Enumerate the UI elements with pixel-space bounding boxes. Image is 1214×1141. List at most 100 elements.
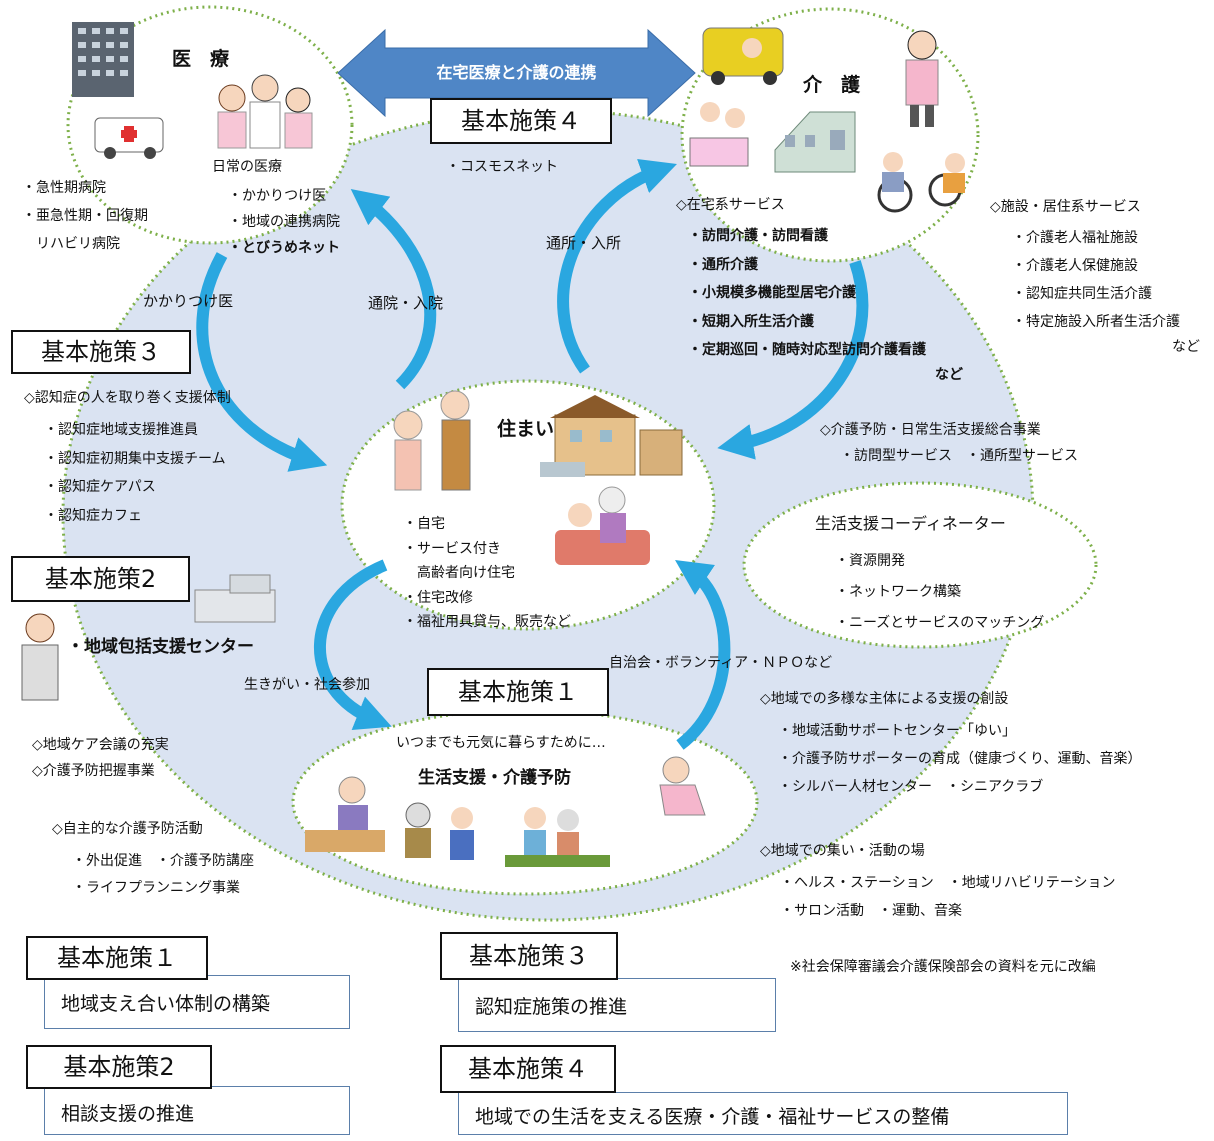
policy2-box: 基本施策2 (11, 556, 190, 602)
care-facility-icon (774, 111, 856, 173)
legend-label-2: 基本施策2 (26, 1045, 212, 1089)
hospital-item: ・亜急性期・回復期 (22, 208, 148, 224)
community-meeting-list: ◇地域ケア会議の充実 ◇介護予防把握事業 (32, 732, 169, 784)
voluntary-item: ・外出促進 ・介護予防講座 (72, 853, 254, 869)
coordinator-title: 生活支援コーディネーター (815, 514, 1006, 533)
hospital-list: ・急性期病院 ・亜急性期・回復期 リハビリ病院 (22, 174, 148, 258)
hospital-building-icon (72, 22, 134, 97)
coordinator-item: ・資源開発 (835, 553, 905, 569)
medical-item: ・とびうめネット (228, 240, 340, 256)
arrow-care-to-home (717, 260, 869, 460)
legend-label-1: 基本施策１ (26, 936, 208, 980)
meeting-item: ◇介護予防把握事業 (32, 763, 155, 779)
meeting-item: ◇地域ケア会議の充実 (32, 737, 169, 753)
collaboration-banner-label: 在宅医療と介護の連携 (436, 63, 597, 82)
legend-label-4: 基本施策４ (440, 1045, 616, 1093)
care-title: 介 護 (803, 74, 861, 96)
gathering-item: ・サロン活動 ・運動、音楽 (780, 903, 962, 919)
house-icon (540, 395, 683, 477)
arrow-label-tsuin: 通院・入院 (368, 294, 444, 312)
home-service-etc: など (935, 367, 963, 383)
home-service-list: ・訪問介護・訪問看護 ・通所介護 ・小規模多機能型居宅介護 ・短期入所生活介護 … (688, 222, 926, 365)
collaboration-arrow (337, 28, 696, 118)
home-item: ・福祉用具貸与、販売など (403, 614, 571, 630)
medical-circle (66, 5, 354, 245)
home-title: 住まい (497, 418, 555, 440)
home-item: ・サービス付き (403, 540, 501, 557)
diverse-item: ・シルバー人材センター ・シニアクラブ (778, 779, 1044, 795)
legend-desc-1: 地域支え合い体制の構築 (44, 975, 350, 1029)
care-van-icon (702, 27, 784, 85)
facility-item: ・介護老人福祉施設 (1012, 230, 1138, 246)
facility-item: ・特定施設入所者生活介護 (1012, 314, 1180, 330)
medical-title: 医 療 (172, 48, 230, 70)
home-service-item: ・通所介護 (688, 256, 758, 273)
arrow-life-to-home (675, 559, 731, 750)
gathering-item: ・ヘルス・ステーション ・地域リハビリテーション (780, 875, 1116, 891)
facility-item: ・認知症共同生活介護 (1012, 286, 1152, 302)
dementia-item: ・認知症地域支援推進員 (44, 422, 198, 438)
arrow-home-to-life (313, 559, 392, 731)
arrow-label-ikigai: 生きがい・社会参加 (244, 677, 370, 693)
arrow-home-to-medical (350, 189, 437, 390)
arrow-medical-to-home (196, 252, 328, 472)
prevention-general-header: ◇介護予防・日常生活支援総合事業 (820, 422, 1041, 438)
policy4-top-box: 基本施策４ (430, 98, 612, 144)
gathering-header: ◇地域での集い・活動の場 (760, 843, 925, 859)
bath-care-icon (689, 102, 749, 167)
walking-group-icon (505, 807, 610, 867)
medical-item: ・かかりつけ医 (228, 188, 327, 204)
medical-item: ・地域の連携病院 (228, 214, 340, 230)
life-support-title: 生活支援・介護予防 (418, 768, 571, 788)
ambulance-icon (94, 117, 164, 159)
dementia-list: ・認知症地域支援推進員 ・認知症初期集中支援チーム ・認知症ケアパス ・認知症カ… (44, 416, 226, 530)
gathering-list: ・ヘルス・ステーション ・地域リハビリテーション ・サロン活動 ・運動、音楽 (780, 869, 1115, 925)
daily-care-label: 日常の医療 (212, 159, 282, 175)
home-item: ・自宅 (403, 516, 445, 532)
center-building-icon (194, 574, 276, 623)
diverse-header: ◇地域での多様な主体による支援の創設 (760, 691, 1009, 707)
coordinator-list: ・資源開発 ・ネットワーク構築 ・ニーズとサービスのマッチング (835, 546, 1044, 639)
prevention-general-items: ・訪問型サービス ・通所型サービス (840, 448, 1078, 464)
coordinator-item: ・ネットワーク構築 (835, 584, 961, 600)
home-item: ・住宅改修 (403, 589, 473, 606)
arrow-label-tsusho: 通所・入所 (546, 234, 622, 252)
facility-list: ・介護老人福祉施設 ・介護老人保健施設 ・認知症共同生活介護 ・特定施設入所者生… (1012, 224, 1180, 336)
grandma-child-icon (555, 486, 650, 565)
legend-desc-4: 地域での生活を支える医療・介護・福祉サービスの整備 (458, 1092, 1068, 1135)
community-center-label: ・地域包括支援センター (67, 637, 254, 657)
dementia-item: ・認知症カフェ (44, 507, 142, 524)
arrow-home-to-care (557, 159, 677, 374)
hospital-item: リハビリ病院 (22, 236, 120, 252)
arrow-label-jichikai: 自治会・ボランティア・ＮＰＯなど (609, 655, 833, 671)
crafts-elderly-icon (305, 776, 385, 852)
policy1-box: 基本施策１ (427, 668, 609, 716)
facility-item: ・介護老人保健施設 (1012, 258, 1138, 274)
legend-label-3: 基本施策３ (440, 932, 618, 980)
facility-header: ◇施設・居住系サービス (990, 199, 1141, 215)
caregiver-assist-icon (405, 802, 474, 860)
dementia-item: ・認知症ケアパス (44, 479, 156, 495)
dementia-item: ・認知症初期集中支援チーム (44, 450, 226, 467)
source-note: ※社会保障審議会介護保険部会の資料を元に改編 (790, 959, 1096, 975)
home-service-item: ・短期入所生活介護 (688, 313, 814, 330)
coordinator-ellipse (742, 481, 1098, 649)
coordinator-item: ・ニーズとサービスのマッチング (835, 615, 1045, 631)
caregiver-icon (905, 30, 939, 127)
life-support-subtitle: いつまでも元気に暮らすために… (396, 735, 606, 751)
legend-desc-2: 相談支援の推進 (44, 1086, 350, 1135)
policy3-box: 基本施策３ (11, 330, 191, 374)
home-service-header: ◇在宅系サービス (676, 197, 785, 213)
legend-desc-3: 認知症施策の推進 (458, 978, 776, 1032)
arrow-label-kakaritsuke: かかりつけ医 (143, 292, 234, 310)
diverse-list: ・地域活動サポートセンター「ゆい」 ・介護予防サポーターの育成（健康づくり、運動… (778, 717, 1141, 801)
home-service-item: ・定期巡回・随時対応型訪問介護看護 (688, 342, 926, 358)
hospital-item: ・急性期病院 (22, 180, 106, 196)
staff-woman-icon (21, 613, 59, 701)
voluntary-item: ・ライフプランニング事業 (72, 880, 240, 896)
home-item: 高齢者向け住宅 (403, 565, 515, 581)
home-list: ・自宅 ・サービス付き 高齢者向け住宅 ・住宅改修 ・福祉用具貸与、販売など (403, 512, 571, 635)
cosmos-net: ・コスモスネット (446, 159, 558, 175)
exercise-elderly-icon (659, 756, 706, 816)
